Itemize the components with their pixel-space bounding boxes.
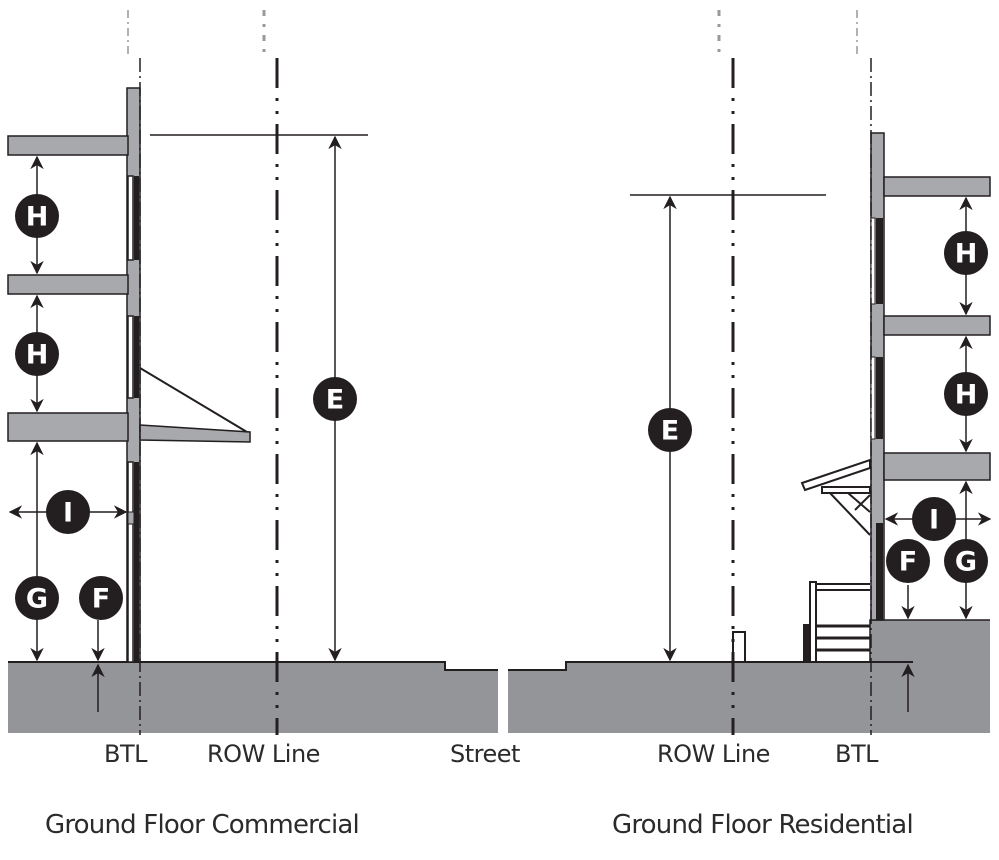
street-label: Street — [450, 740, 520, 768]
left-btl-label: BTL — [104, 740, 148, 768]
right-section: H H E I F G — [508, 10, 992, 735]
left-glazing — [127, 175, 134, 663]
marker-g-right: G — [944, 539, 988, 583]
marker-h-upper-left: H — [15, 194, 59, 238]
right-porch-canopy — [800, 458, 871, 536]
svg-text:G: G — [26, 584, 48, 615]
right-floor-slabs — [883, 176, 991, 481]
marker-h-lower-left: H — [15, 332, 59, 376]
bollard — [732, 631, 746, 663]
marker-i-right: I — [912, 497, 956, 541]
marker-h-lower-right: H — [944, 372, 988, 416]
left-ground-line — [8, 661, 498, 671]
marker-f-left: F — [79, 576, 123, 620]
svg-text:E: E — [661, 416, 679, 447]
right-ground-slab — [508, 620, 990, 733]
svg-text:I: I — [63, 498, 73, 529]
marker-h-upper-right: H — [944, 231, 988, 275]
left-row-line-label: ROW Line — [207, 740, 320, 768]
svg-text:H: H — [26, 340, 49, 371]
right-porch-stairs — [803, 581, 870, 663]
marker-e-right: E — [648, 408, 692, 452]
svg-text:F: F — [899, 547, 917, 578]
svg-text:H: H — [955, 239, 978, 270]
marker-g-left: G — [15, 576, 59, 620]
right-btl-label: BTL — [835, 740, 879, 768]
right-caption: Ground Floor Residential — [612, 810, 914, 840]
left-canopy — [139, 367, 251, 443]
right-row-line-label: ROW Line — [657, 740, 770, 768]
svg-text:H: H — [26, 202, 49, 233]
svg-text:H: H — [955, 380, 978, 411]
svg-text:E: E — [326, 385, 344, 416]
marker-f-right: F — [886, 539, 930, 583]
marker-i-left: I — [46, 490, 90, 534]
svg-text:I: I — [929, 505, 939, 536]
svg-text:G: G — [955, 547, 977, 578]
left-section: H H E I G F — [7, 10, 498, 735]
left-floor-slabs — [7, 135, 129, 442]
left-ground-slab — [8, 662, 498, 733]
marker-e-left: E — [313, 377, 357, 421]
svg-text:F: F — [92, 584, 110, 615]
left-caption: Ground Floor Commercial — [45, 810, 360, 840]
